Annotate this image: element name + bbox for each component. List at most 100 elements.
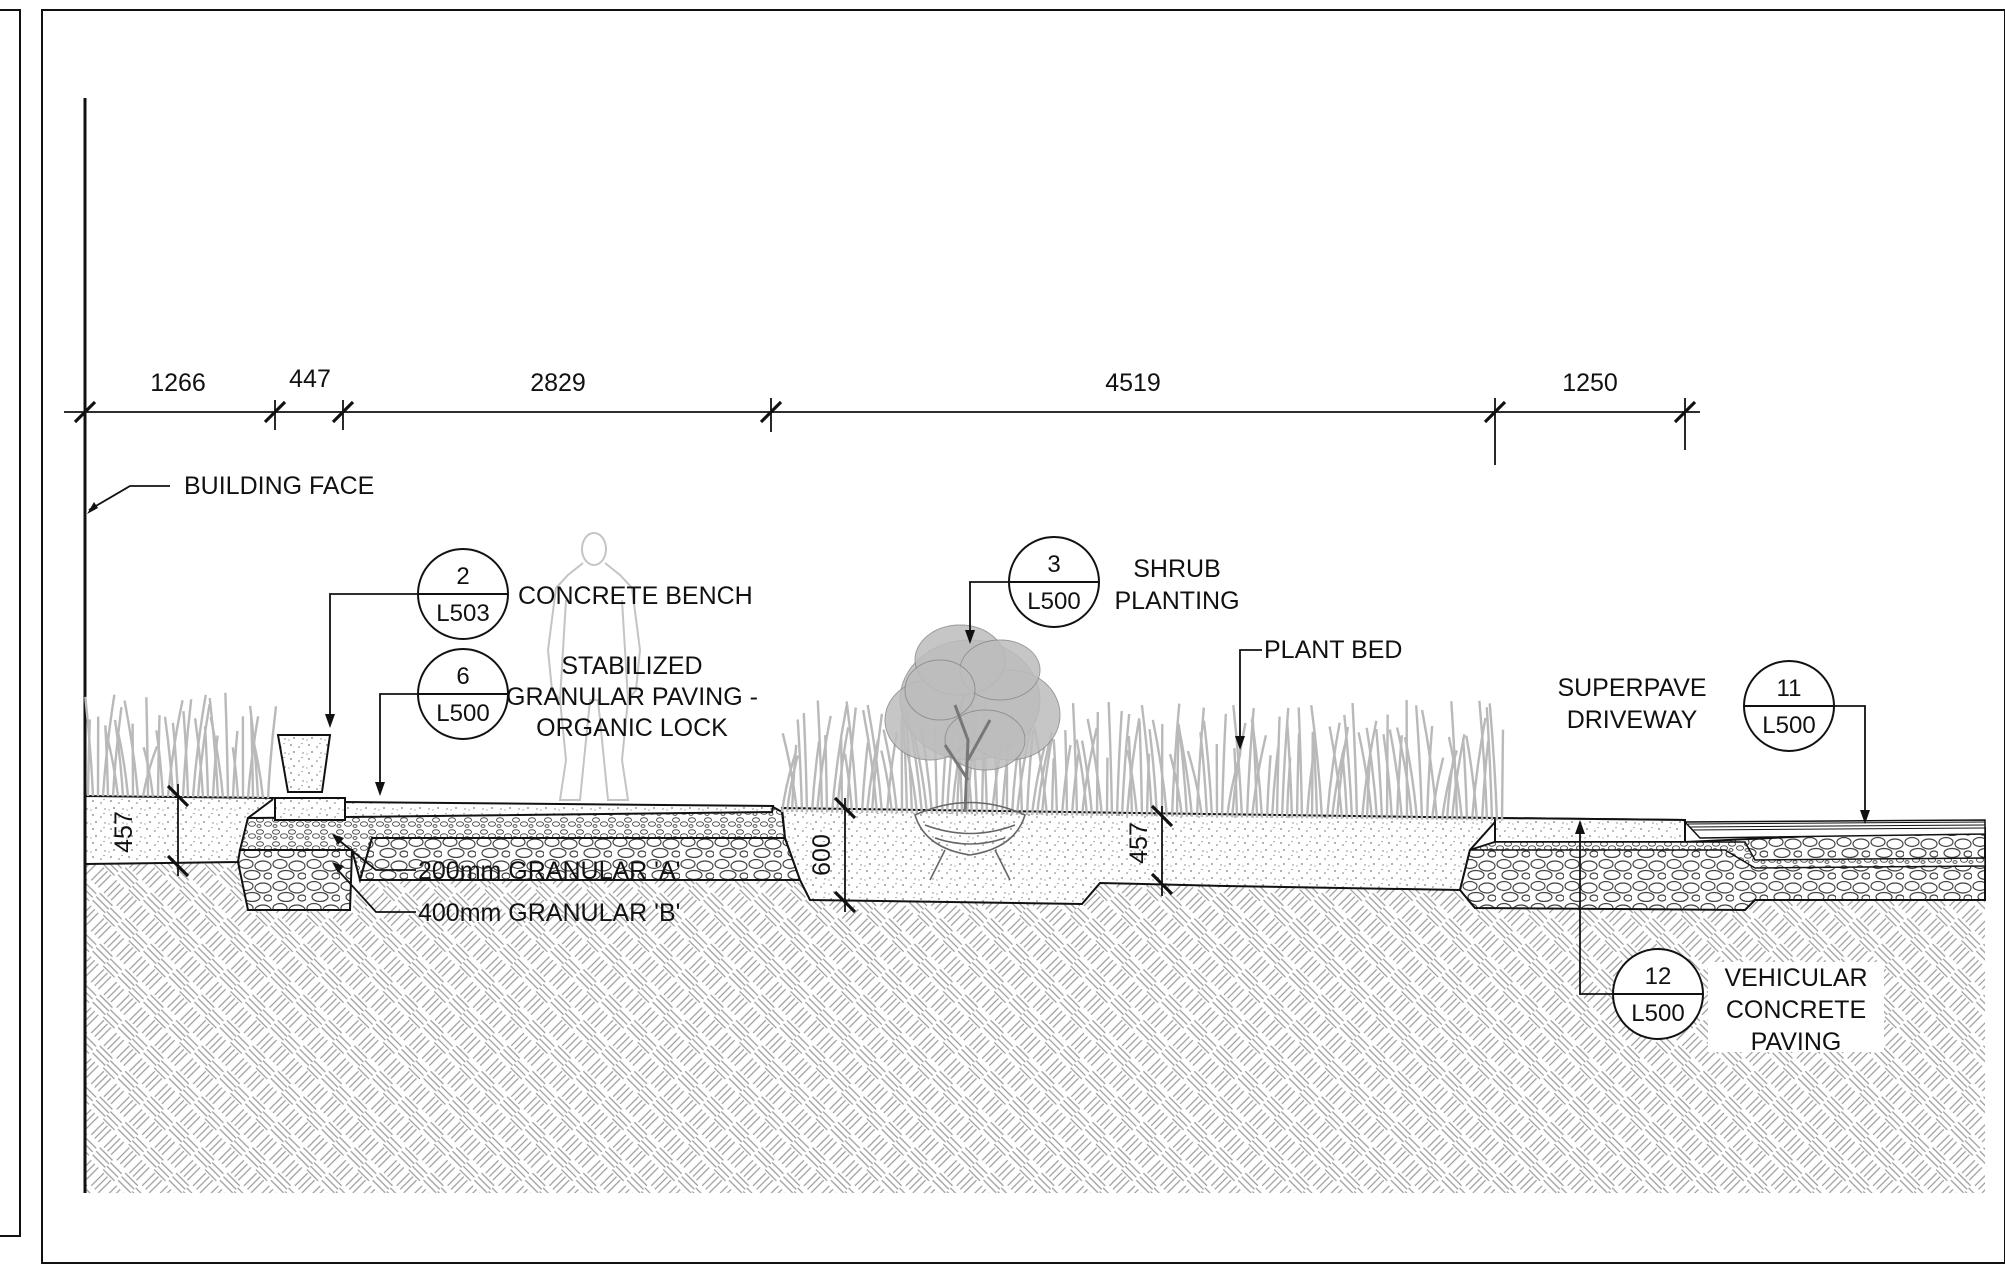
grass-blade	[816, 700, 824, 813]
label-plant-bed: PLANT BED	[1264, 636, 1402, 664]
grass-blade	[1388, 729, 1404, 820]
grass-blade	[1202, 720, 1214, 818]
grass-blade	[1170, 703, 1181, 817]
grass-blade	[231, 747, 240, 798]
bench-footing	[274, 797, 346, 821]
vehicular-concrete-slab	[1494, 816, 1686, 843]
grass-blade	[1285, 719, 1294, 819]
grass-blade	[1425, 725, 1434, 820]
label-superpave-2: DRIVEWAY	[1567, 706, 1698, 734]
grass-blade	[203, 726, 210, 798]
grass-blade	[1064, 730, 1069, 816]
grass-blade	[224, 692, 230, 798]
grass-blade	[1071, 703, 1079, 816]
grass-blade	[1195, 707, 1206, 818]
grass-blade	[1265, 755, 1272, 818]
grass-blade	[196, 704, 211, 798]
grass-blade	[1295, 733, 1301, 819]
label-shrub-2: PLANTING	[1114, 587, 1239, 615]
grass-blade	[1275, 716, 1281, 818]
grass-blade	[1500, 729, 1505, 821]
label-shrub-1: SHRUB	[1133, 555, 1221, 583]
subgrade-earth	[85, 862, 1985, 1193]
grass-blade	[1328, 726, 1344, 819]
grass-blade	[101, 694, 116, 797]
grass-blade	[1310, 731, 1315, 819]
grass-blade	[1395, 727, 1414, 820]
grass-blade	[1126, 749, 1139, 817]
grass-blade	[839, 735, 844, 813]
grass-blade	[193, 718, 205, 798]
grass-blade	[113, 719, 125, 797]
grass-blade	[1465, 735, 1479, 821]
granular-b-left	[236, 849, 354, 911]
grass-blade	[1120, 713, 1131, 817]
callout-paving-detail: 6	[456, 663, 469, 690]
grass-blade	[845, 701, 859, 813]
grass-blade	[1140, 704, 1154, 817]
grass-blade	[1050, 758, 1055, 816]
grass-blade	[1176, 723, 1194, 818]
grass-blade	[824, 735, 829, 813]
vehicular-label-mask	[1708, 962, 1884, 1052]
grass-blade	[1220, 713, 1228, 818]
grass-blade	[1485, 707, 1494, 821]
concrete-bench	[276, 734, 332, 793]
tree-planter-basket	[914, 801, 1026, 881]
grass-blade	[815, 715, 832, 813]
grass-blade	[145, 697, 150, 797]
dim-1266: 1266	[150, 369, 206, 397]
depth-dimension-lines	[177, 784, 1163, 912]
drawing-frame	[41, 9, 2005, 1264]
grass-blade	[1414, 705, 1424, 820]
grass-blade	[1365, 727, 1379, 820]
grass-blade	[1080, 727, 1098, 816]
label-concrete-bench: CONCRETE BENCH	[518, 582, 753, 610]
label-granular-a: 200mm GRANULAR 'A'	[418, 857, 680, 885]
grass-blade	[1351, 702, 1359, 819]
grass-blade	[1312, 736, 1319, 819]
callout-vehicular: 12 L500	[1612, 948, 1704, 1040]
callout-driveway-detail: 11	[1777, 675, 1802, 702]
grass-blade	[1040, 737, 1054, 816]
label-stabilized-1: STABILIZED	[561, 652, 702, 680]
left-frame-edge	[0, 9, 21, 1237]
grass-blade	[1382, 733, 1394, 820]
grass-blade	[880, 750, 894, 814]
leader-lines	[88, 485, 1866, 995]
grass-blade	[1232, 705, 1244, 818]
grass-blade	[1075, 739, 1089, 816]
dim-depth-swale: 600	[808, 834, 836, 876]
grass-blade	[1430, 757, 1445, 820]
grass-blade	[1461, 737, 1469, 821]
grass-blade	[790, 744, 798, 813]
dim-4519: 4519	[1105, 369, 1161, 397]
grass-blade	[1297, 707, 1304, 819]
grass-blade	[843, 753, 854, 813]
callout-paving-sheet: L500	[436, 700, 489, 727]
grass-blade	[1403, 736, 1419, 820]
dim-depth-left: 457	[110, 811, 138, 853]
vegetation	[84, 692, 1505, 821]
grass-blade	[1470, 717, 1487, 821]
callout-bench-detail: 2	[456, 563, 469, 590]
grass-blade	[209, 716, 225, 798]
grass-blade	[1086, 718, 1104, 816]
grass-blade	[1010, 754, 1019, 815]
grass-blade	[1375, 728, 1384, 820]
grass-blade	[866, 704, 884, 814]
grass-blade	[1343, 714, 1354, 819]
callout-paving: 6 L500	[417, 648, 509, 740]
grass-blade	[1478, 700, 1489, 821]
grass-blade	[845, 707, 857, 813]
leader-arrowheads	[87, 502, 1870, 873]
dim-depth-planting: 457	[1125, 822, 1153, 864]
grass-blade	[250, 734, 265, 799]
asphalt-lines	[1687, 821, 1986, 831]
grass-blade	[84, 696, 95, 797]
callout-driveway-sheet: L500	[1762, 712, 1815, 739]
dim-2829: 2829	[530, 369, 586, 397]
tree-canopy-blob	[904, 659, 976, 721]
grass-blade	[1052, 739, 1059, 816]
label-building-face: BUILDING FACE	[184, 472, 374, 500]
